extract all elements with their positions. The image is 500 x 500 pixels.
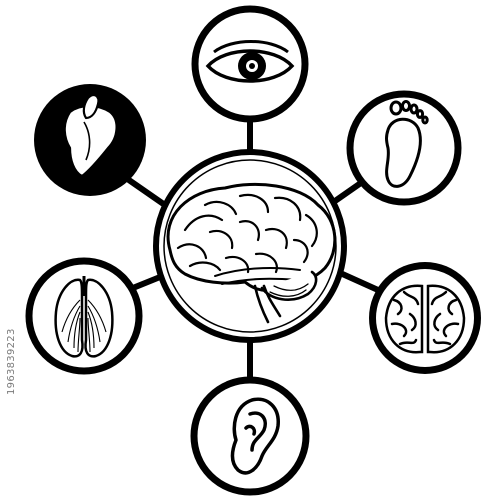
ear-icon (230, 397, 280, 475)
brain-top-icon (384, 284, 466, 354)
tongue-node (34, 84, 146, 196)
foot-node (346, 90, 462, 206)
brain-side-icon (166, 182, 337, 324)
eye-node (191, 5, 309, 123)
ear-node (190, 376, 310, 496)
tongue-icon (63, 94, 118, 178)
foot-icon (385, 100, 429, 188)
hub-node (153, 149, 347, 343)
connector-brain-top (335, 269, 381, 293)
lungs-node (25, 257, 143, 375)
eye-icon (205, 40, 295, 83)
lungs-icon (54, 276, 114, 358)
brain-top-node (369, 262, 481, 374)
